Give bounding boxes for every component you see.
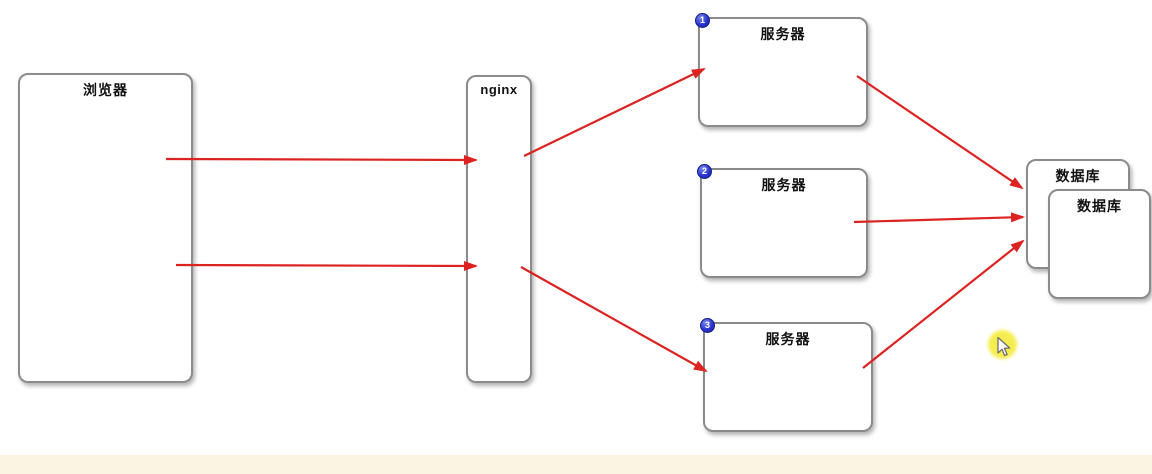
arrow-server2-to-db	[853, 212, 1025, 224]
arrow-nginx-to-server1	[523, 68, 706, 157]
nginx-node[interactable]: nginx	[466, 75, 532, 383]
server1-node-label: 服务器	[760, 28, 806, 43]
arrow-browser-to-nginx-1	[165, 154, 478, 165]
arrow-server1-to-db	[856, 75, 1024, 190]
arrow-nginx-to-server3	[520, 266, 708, 372]
server2-number-badge: 2	[697, 164, 712, 179]
server2-node-label: 服务器	[761, 179, 807, 194]
browser-node[interactable]: 浏览器	[18, 73, 193, 383]
server2-node[interactable]: 2 服务器	[697, 164, 868, 278]
server3-node-label: 服务器	[765, 333, 811, 348]
arrow-browser-to-nginx-2	[175, 260, 478, 271]
mouse-cursor-icon	[997, 337, 1011, 357]
database-front-node-label: 数据库	[1077, 200, 1122, 215]
database-front-node[interactable]: 数据库	[1048, 189, 1151, 299]
server3-number-badge: 3	[700, 318, 715, 333]
bottom-bar	[0, 455, 1152, 474]
browser-node-label: 浏览器	[83, 84, 128, 99]
database-back-node-label: 数据库	[1055, 170, 1101, 185]
server3-node[interactable]: 3 服务器	[700, 318, 873, 432]
server1-node[interactable]: 1 服务器	[695, 13, 868, 127]
server1-number-badge: 1	[695, 13, 710, 28]
nginx-node-label: nginx	[480, 82, 518, 97]
